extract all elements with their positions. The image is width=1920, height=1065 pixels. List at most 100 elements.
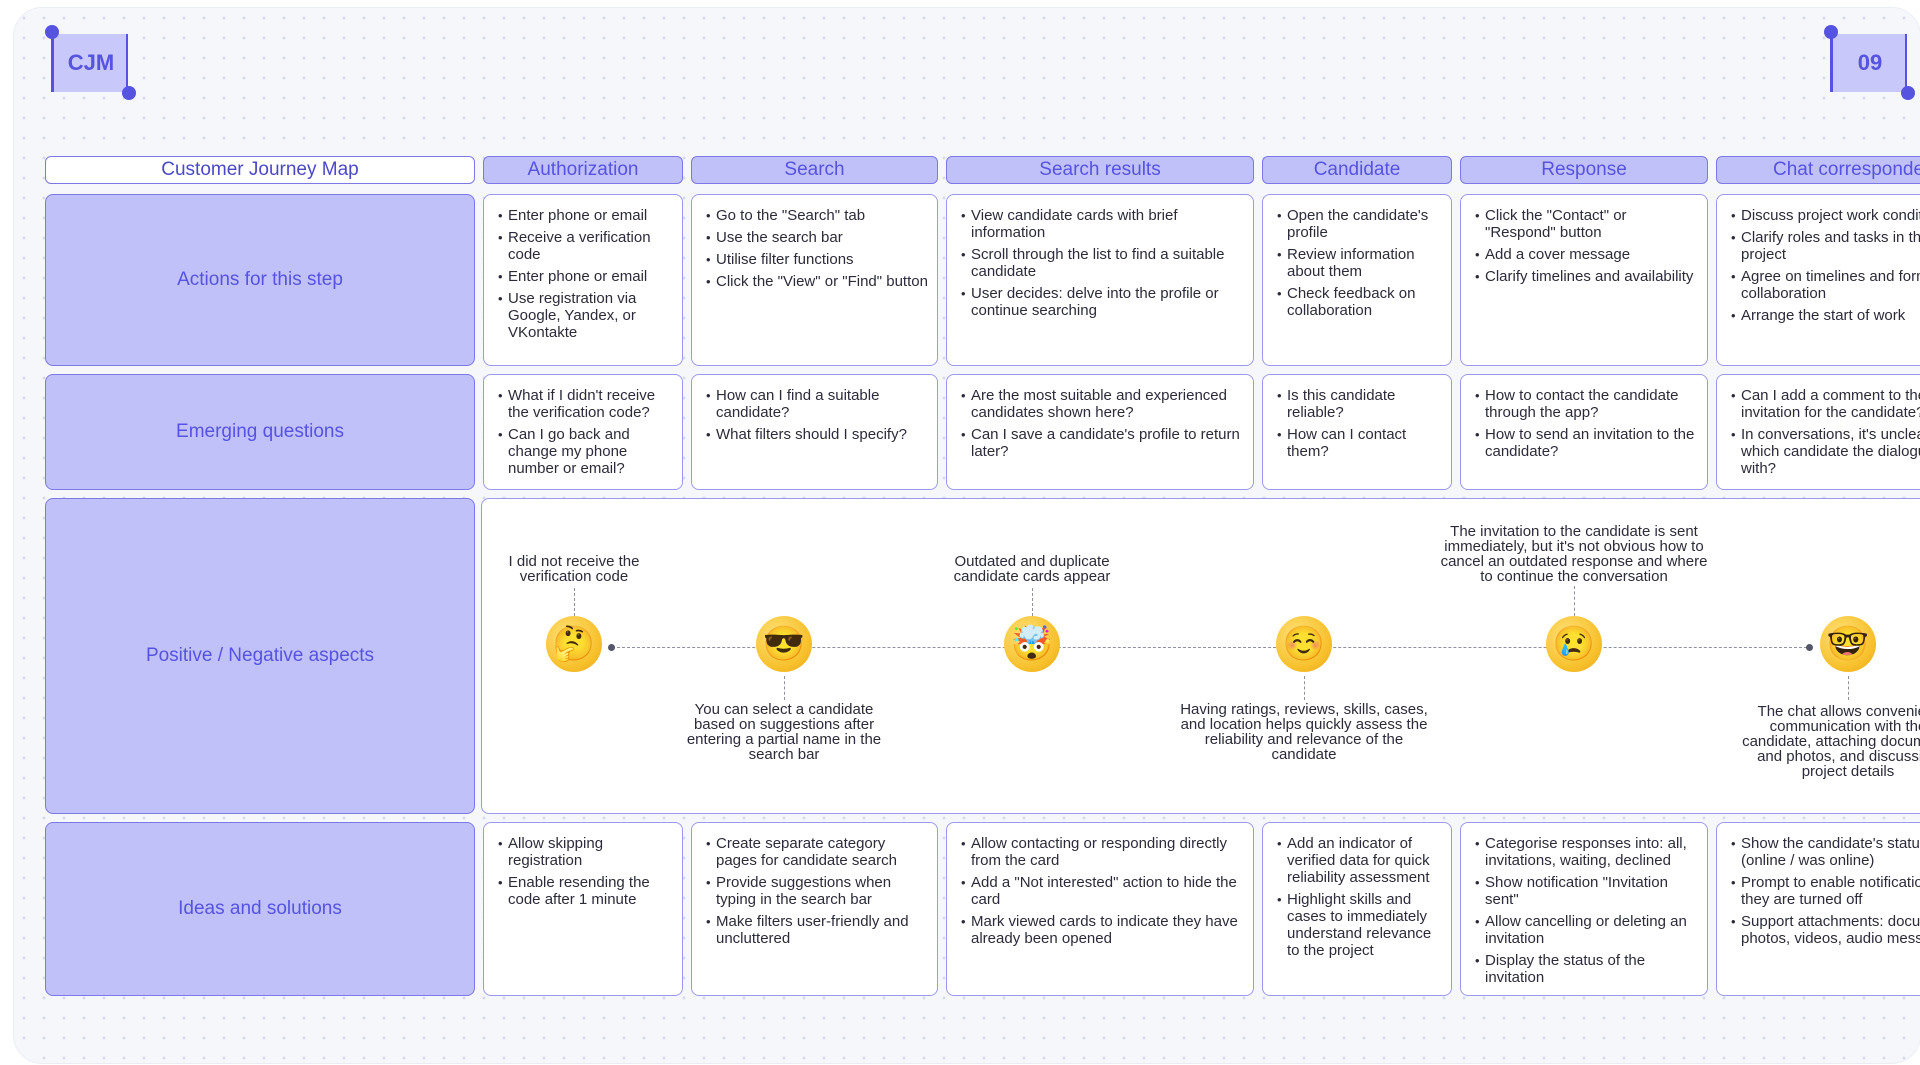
list-item: What if I didn't receive the verificatio… — [498, 387, 674, 421]
list-item: Provide suggestions when typing in the s… — [706, 874, 929, 908]
connector-line — [574, 588, 575, 616]
list-item: User decides: delve into the profile or … — [961, 285, 1245, 319]
aspect-note: The invitation to the candidate is sent … — [1440, 523, 1708, 585]
actions-cell: Go to the "Search" tabUse the search bar… — [691, 194, 938, 366]
list-item: Can I add a comment to the invitation fo… — [1731, 387, 1920, 421]
list-item: How can I find a suitable candidate? — [706, 387, 929, 421]
actions-cell: View candidate cards with brief informat… — [946, 194, 1254, 366]
smiling-face-icon: ☺️ — [1276, 616, 1332, 672]
list-item: Go to the "Search" tab — [706, 207, 929, 224]
list-item: Add an indicator of verified data for qu… — [1277, 835, 1443, 886]
row-label-ideas: Ideas and solutions — [45, 822, 475, 996]
header-response: Response — [1460, 156, 1708, 184]
list-item: Show notification "Invitation sent" — [1475, 874, 1699, 908]
list-item: What filters should I specify? — [706, 426, 929, 443]
list-item: Scroll through the list to find a suitab… — [961, 246, 1245, 280]
crying-face-icon: 😢 — [1546, 616, 1602, 672]
anchor-dot — [1901, 86, 1915, 100]
timeline-end-dot — [608, 644, 615, 651]
list-item: Review information about them — [1277, 246, 1443, 280]
list-item: Arrange the start of work — [1731, 307, 1920, 324]
actions-cell: Open the candidate's profileReview infor… — [1262, 194, 1452, 366]
list-item: Use the search bar — [706, 229, 929, 246]
actions-cell: Click the "Contact" or "Respond" buttonA… — [1460, 194, 1708, 366]
list-item: View candidate cards with brief informat… — [961, 207, 1245, 241]
list-item: Highlight skills and cases to immediatel… — [1277, 891, 1443, 959]
list-item: Mark viewed cards to indicate they have … — [961, 913, 1245, 947]
header-authorization: Authorization — [483, 156, 683, 184]
list-item: Can I save a candidate's profile to retu… — [961, 426, 1245, 460]
header-customer-journey-map: Customer Journey Map — [45, 156, 475, 184]
list-item: How can I contact them? — [1277, 426, 1443, 460]
questions-cell: How can I find a suitable candidate? What… — [691, 374, 938, 490]
list-item: Create separate category pages for candi… — [706, 835, 929, 869]
header-search-results: Search results — [946, 156, 1254, 184]
list-item: Enter phone or email — [498, 268, 674, 285]
list-item: Utilise filter functions — [706, 251, 929, 268]
header-candidate: Candidate — [1262, 156, 1452, 184]
list-item: Add a cover message — [1475, 246, 1699, 263]
questions-cell: Can I add a comment to the invitation fo… — [1716, 374, 1920, 490]
timeline-end-dot — [1806, 644, 1813, 651]
ideas-cell: Allow skipping registrationEnable resend… — [483, 822, 683, 996]
connector-line — [784, 676, 785, 700]
ideas-cell: Show the candidate's status (online / wa… — [1716, 822, 1920, 996]
list-item: Agree on timelines and format of collabo… — [1731, 268, 1920, 302]
list-item: How to send an invitation to the candida… — [1475, 426, 1699, 460]
header-chat-correspondence: Chat correspondence — [1716, 156, 1920, 184]
list-item: Show the candidate's status (online / wa… — [1731, 835, 1920, 869]
list-item: Can I go back and change my phone number… — [498, 426, 674, 477]
list-item: Make filters user-friendly and unclutter… — [706, 913, 929, 947]
questions-cell: What if I didn't receive the verificatio… — [483, 374, 683, 490]
journey-timeline — [612, 647, 1812, 648]
list-item: Categorise responses into: all, invitati… — [1475, 835, 1699, 869]
list-item: Allow skipping registration — [498, 835, 674, 869]
list-item: Add a "Not interested" action to hide th… — [961, 874, 1245, 908]
anchor-dot — [1824, 25, 1838, 39]
list-item: Allow contacting or responding directly … — [961, 835, 1245, 869]
ideas-cell: Add an indicator of verified data for qu… — [1262, 822, 1452, 996]
actions-cell: Discuss project work conditionsClarify r… — [1716, 194, 1920, 366]
list-item: Click the "Contact" or "Respond" button — [1475, 207, 1699, 241]
connector-line — [1848, 676, 1849, 700]
ideas-cell: Create separate category pages for candi… — [691, 822, 938, 996]
aspect-note: I did not receive the verification code — [508, 553, 640, 585]
aspect-note: Outdated and duplicate candidate cards a… — [953, 553, 1111, 585]
actions-cell: Enter phone or emailReceive a verificati… — [483, 194, 683, 366]
row-label-actions: Actions for this step — [45, 194, 475, 366]
aspect-note: You can select a candidate based on sugg… — [686, 701, 882, 763]
page-number-tag: 09 — [1824, 25, 1915, 100]
questions-cell: How to contact the candidate through the… — [1460, 374, 1708, 490]
list-item: Is this candidate reliable? — [1277, 387, 1443, 421]
questions-cell: Are the most suitable and experienced ca… — [946, 374, 1254, 490]
questions-cell: Is this candidate reliable? How can I con… — [1262, 374, 1452, 490]
thinking-face-icon: 🤔 — [546, 616, 602, 672]
connector-line — [1304, 676, 1305, 700]
list-item: Receive a verification code — [498, 229, 674, 263]
list-item: Enter phone or email — [498, 207, 674, 224]
list-item: In conversations, it's unclear which can… — [1731, 426, 1920, 477]
connector-line — [1032, 588, 1033, 616]
list-item: Clarify roles and tasks in the project — [1731, 229, 1920, 263]
ideas-cell: Categorise responses into: all, invitati… — [1460, 822, 1708, 996]
list-item: Prompt to enable notifications if they a… — [1731, 874, 1920, 908]
list-item: Display the status of the invitation — [1475, 952, 1699, 986]
aspects-panel — [481, 498, 1920, 814]
cjm-tag: CJM — [45, 25, 136, 100]
aspect-note: The chat allows convenient communication… — [1742, 703, 1920, 780]
list-item: How to contact the candidate through the… — [1475, 387, 1699, 421]
anchor-dot — [122, 86, 136, 100]
page-number-label: 09 — [1857, 50, 1883, 75]
anchor-dot — [45, 25, 59, 39]
header-search: Search — [691, 156, 938, 184]
list-item: Allow cancelling or deleting an invitati… — [1475, 913, 1699, 947]
sunglasses-face-icon: 😎 — [756, 616, 812, 672]
list-item: Discuss project work conditions — [1731, 207, 1920, 224]
row-label-questions: Emerging questions — [45, 374, 475, 490]
list-item: Support attachments: documents, photos, … — [1731, 913, 1920, 947]
list-item: Clarify timelines and availability — [1475, 268, 1699, 285]
list-item: Click the "View" or "Find" button — [706, 273, 929, 290]
connector-line — [1574, 586, 1575, 616]
aspect-note: Having ratings, reviews, skills, cases, … — [1180, 701, 1428, 763]
list-item: Are the most suitable and experienced ca… — [961, 387, 1245, 421]
